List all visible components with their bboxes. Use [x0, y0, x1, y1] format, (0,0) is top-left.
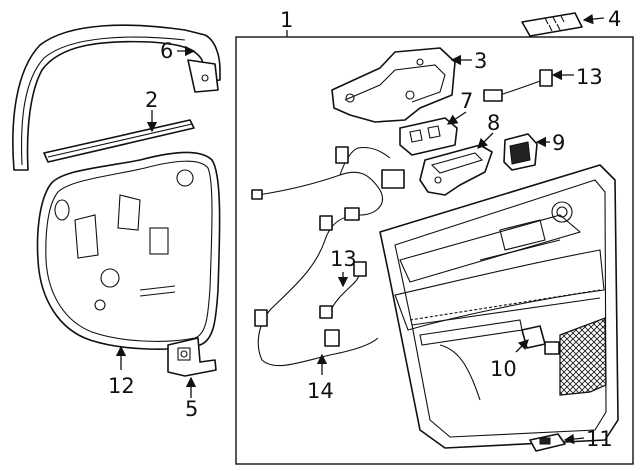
callout-4: 4	[608, 7, 621, 31]
bracket	[167, 337, 217, 398]
callout-5: 5	[185, 397, 198, 421]
assembly-box	[235, 36, 634, 465]
keypad-pad	[521, 12, 605, 37]
callout-7: 7	[460, 89, 473, 113]
beltline-molding	[43, 110, 195, 163]
connector-wire-top	[483, 69, 574, 102]
callout-12: 12	[108, 374, 135, 398]
callout-11: 11	[586, 427, 613, 451]
door-inner-panel	[36, 151, 221, 370]
connector-wire-middle	[319, 261, 367, 319]
trim-switch	[515, 325, 560, 355]
window-switch	[399, 111, 467, 156]
window-frame-channel	[12, 24, 221, 171]
control-button	[503, 133, 550, 171]
wiring-harness	[251, 146, 405, 375]
callout-1: 1	[280, 8, 293, 32]
callout-13-top: 13	[576, 65, 603, 89]
courtesy-lens	[529, 433, 585, 452]
callout-8: 8	[487, 111, 500, 135]
latch-bracket	[331, 47, 472, 123]
callout-6: 6	[160, 39, 173, 63]
callout-9: 9	[552, 131, 565, 155]
callout-10: 10	[490, 357, 517, 381]
callout-13-middle: 13	[330, 247, 357, 271]
door-trim-panel	[379, 164, 619, 449]
callout-2: 2	[145, 88, 158, 112]
callout-14: 14	[307, 379, 334, 403]
switch-bezel	[419, 132, 494, 196]
callout-3: 3	[474, 49, 487, 73]
